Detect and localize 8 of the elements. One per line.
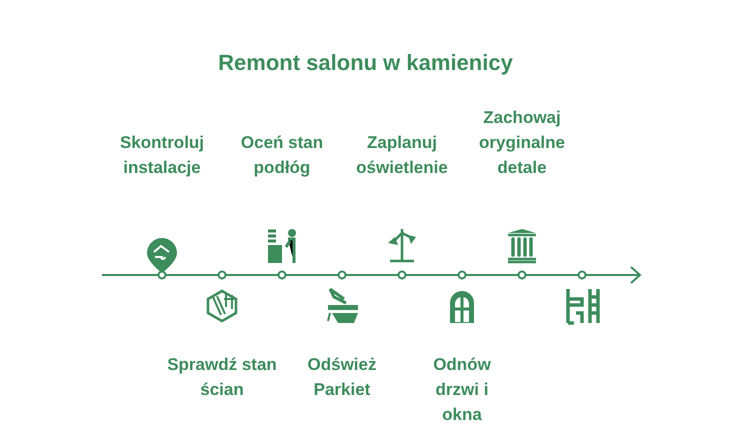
step-label: Odnów drzwi i okna bbox=[417, 352, 507, 427]
step-label: Zachowaj oryginalne detale bbox=[462, 105, 582, 180]
step-label: Skontroluj instalacje bbox=[102, 130, 222, 180]
title: Remont salonu w kamienicy bbox=[217, 50, 514, 76]
step-label: Zaplanuj oświetlenie bbox=[342, 130, 462, 180]
step-label: Odśwież Parkiet bbox=[292, 352, 392, 402]
step-label: Sprawdź stan ścian bbox=[152, 352, 292, 402]
step-label: Oceń stan podłóg bbox=[237, 130, 327, 180]
